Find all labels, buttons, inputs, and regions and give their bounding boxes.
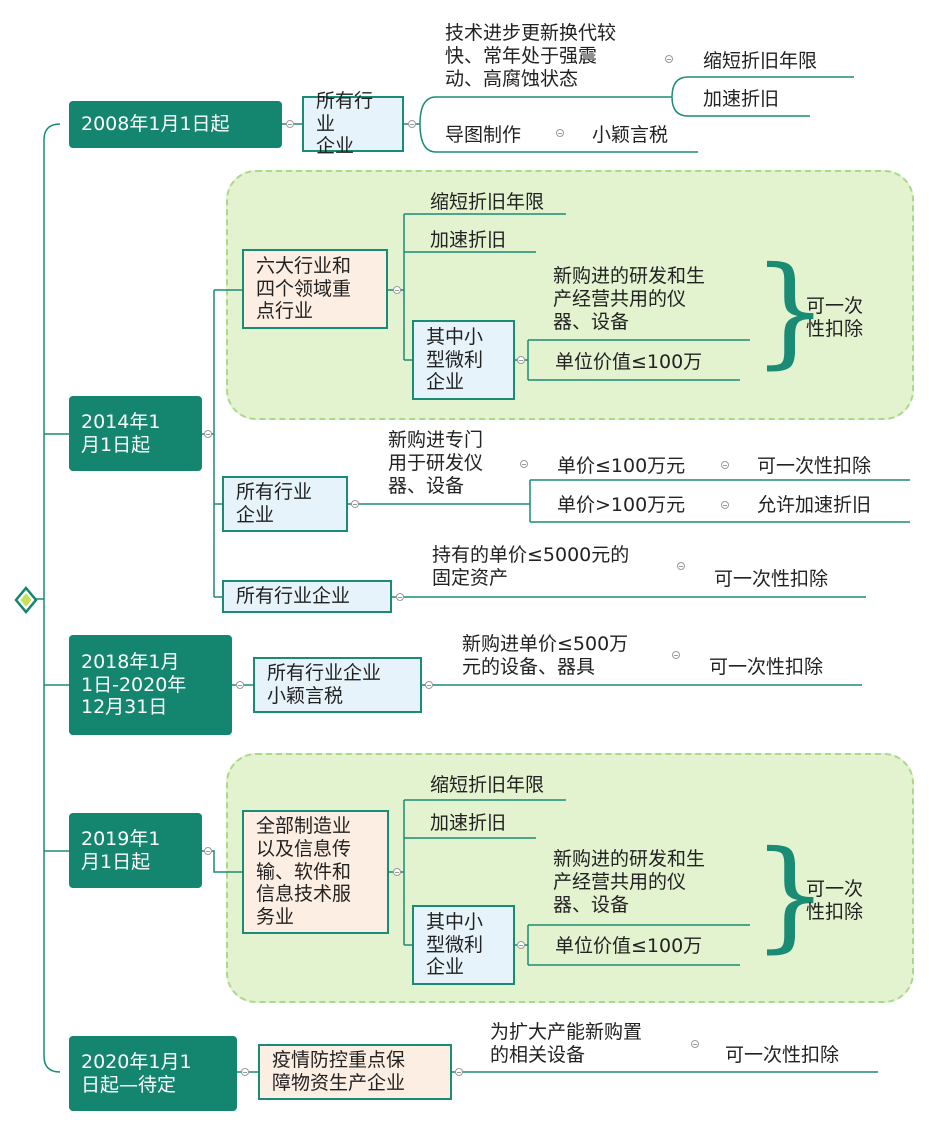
collapse-icon[interactable]	[665, 55, 673, 63]
collapse-icon[interactable]	[672, 651, 680, 659]
result-text: 可一次 性扣除	[806, 878, 864, 923]
collapse-icon[interactable]	[204, 847, 212, 855]
sub-branch-node[interactable]: 其中小 型微利 企业	[412, 905, 515, 985]
condition-text: 新购进专门 用于研发仪 器、设备	[388, 429, 484, 497]
result-text: 小颖言税	[592, 124, 669, 146]
result-text: 可一次性扣除	[757, 455, 872, 477]
diamond-icon[interactable]	[13, 586, 39, 614]
collapse-icon[interactable]	[351, 500, 359, 508]
period-node[interactable]: 2019年1 月1日起	[69, 813, 202, 888]
collapse-icon[interactable]	[520, 460, 528, 468]
condition-text: 新购进单价≤500万 元的设备、器具	[462, 633, 629, 678]
collapse-icon[interactable]	[455, 1068, 463, 1076]
price-text: 单价≤100万元	[557, 455, 686, 477]
collapse-icon[interactable]	[241, 1068, 249, 1076]
collapse-icon[interactable]	[393, 868, 401, 876]
collapse-icon[interactable]	[677, 562, 685, 570]
condition-text: 新购进的研发和生 产经营共用的仪 器、设备	[553, 265, 706, 333]
collapse-icon[interactable]	[721, 461, 729, 469]
item-text: 缩短折旧年限	[430, 191, 545, 213]
period-node[interactable]: 2014年1 月1日起	[69, 396, 202, 471]
item-text: 缩短折旧年限	[430, 774, 545, 796]
result-text: 可一次性扣除	[714, 568, 829, 590]
branch-node[interactable]: 全部制造业 以及信息传 输、软件和 信息技术服 务业	[242, 810, 389, 934]
condition-text: 新购进的研发和生 产经营共用的仪 器、设备	[553, 848, 706, 916]
result-text: 加速折旧	[703, 88, 780, 110]
condition-text: 导图制作	[445, 124, 522, 146]
brace-icon: }	[752, 242, 829, 381]
branch-node[interactable]: 所有行业企业 小颖言税	[253, 657, 422, 713]
condition-text: 单位价值≤100万	[555, 351, 703, 373]
collapse-icon[interactable]	[691, 1040, 699, 1048]
period-node[interactable]: 2008年1月1日起	[69, 101, 282, 148]
result-text: 允许加速折旧	[757, 494, 872, 516]
collapse-icon[interactable]	[517, 941, 525, 949]
collapse-icon[interactable]	[425, 681, 433, 689]
branch-node[interactable]: 所有行业企业	[222, 580, 392, 613]
collapse-icon[interactable]	[556, 129, 564, 137]
brace-icon: }	[752, 826, 829, 965]
result-text: 可一次 性扣除	[806, 295, 864, 340]
condition-text: 单位价值≤100万	[555, 935, 703, 957]
collapse-icon[interactable]	[396, 593, 404, 601]
period-node[interactable]: 2018年1月 1日-2020年 12月31日	[69, 635, 232, 735]
result-text: 缩短折旧年限	[703, 50, 818, 72]
collapse-icon[interactable]	[721, 501, 729, 509]
branch-node[interactable]: 疫情防控重点保 障物资生产企业	[258, 1044, 452, 1100]
sub-branch-node[interactable]: 其中小 型微利 企业	[412, 320, 515, 400]
period-node[interactable]: 2020年1月1 日起—待定	[69, 1036, 237, 1111]
condition-text: 持有的单价≤5000元的 固定资产	[432, 544, 630, 589]
condition-text: 技术进步更新换代较 快、常年处于强震 动、高腐蚀状态	[445, 22, 617, 90]
branch-node[interactable]: 所有行业 企业	[222, 476, 348, 532]
branch-node[interactable]: 所有行业 企业	[302, 90, 404, 157]
branch-node[interactable]: 六大行业和 四个领域重 点行业	[242, 249, 388, 329]
collapse-icon[interactable]	[393, 286, 401, 294]
result-text: 可一次性扣除	[725, 1044, 840, 1066]
result-text: 可一次性扣除	[709, 656, 824, 678]
item-text: 加速折旧	[430, 812, 507, 834]
collapse-icon[interactable]	[204, 430, 212, 438]
condition-text: 为扩大产能新购置 的相关设备	[490, 1021, 643, 1066]
price-text: 单价>100万元	[557, 494, 686, 516]
collapse-icon[interactable]	[286, 120, 294, 128]
item-text: 加速折旧	[430, 229, 507, 251]
collapse-icon[interactable]	[236, 681, 244, 689]
collapse-icon[interactable]	[408, 120, 416, 128]
collapse-icon[interactable]	[517, 356, 525, 364]
